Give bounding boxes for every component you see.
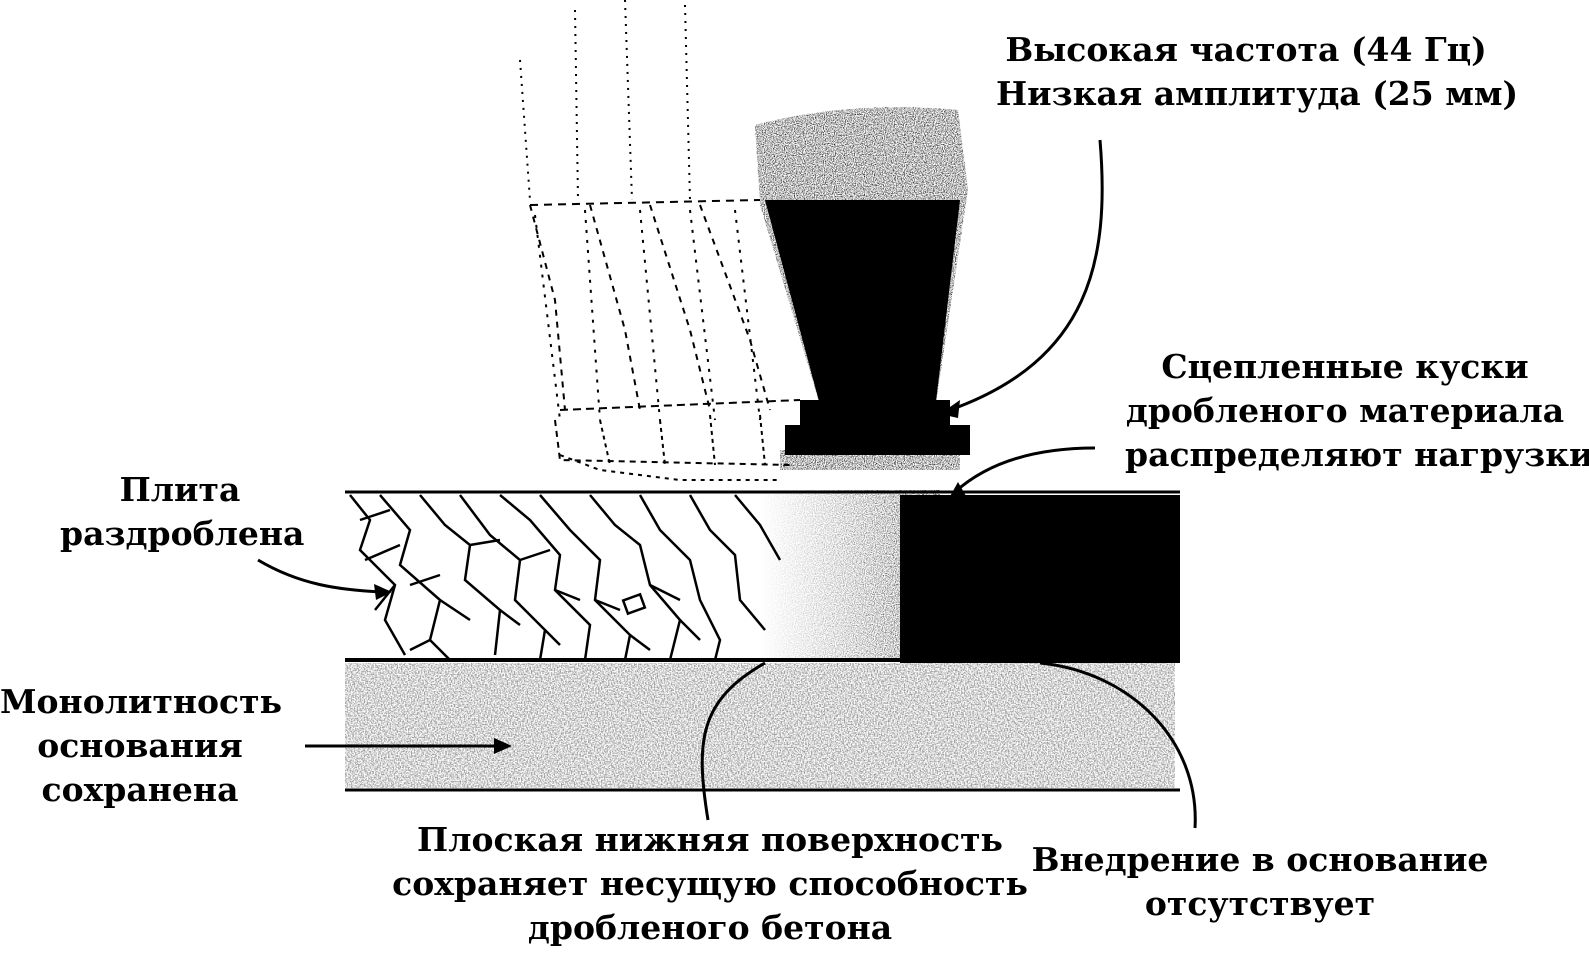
slab-line-1: Плита (119, 470, 241, 509)
crack-lines (349, 494, 782, 661)
penetration-line-1: Внедрение в основание (1031, 840, 1489, 879)
base-line-2: основания (37, 726, 243, 765)
chunks-line-1: Сцепленные куски (1161, 347, 1529, 386)
flat-line-3: дробленого бетона (527, 908, 893, 947)
chunks-label: Сцепленные куски дробленого материала ра… (1125, 345, 1589, 477)
chunks-line-2: дробленого материала (1125, 391, 1565, 430)
chunks-line-3: распределяют нагрузки (1125, 435, 1589, 474)
crushed-slab (345, 490, 1180, 663)
penetration-line-2: отсутствует (1144, 884, 1376, 923)
frequency-line: Высокая частота (44 Гц) (1005, 30, 1487, 69)
flat-line-1: Плоская нижняя поверхность (417, 820, 1003, 859)
base-line-3: сохранена (41, 770, 239, 809)
flat-surface-label: Плоская нижняя поверхность сохраняет нес… (390, 818, 1030, 950)
base-line-1: Монолитность (0, 682, 282, 721)
leader-lines (257, 139, 1197, 829)
slab-line-2: раздроблена (60, 514, 305, 553)
base-layer (345, 663, 1180, 792)
penetration-label: Внедрение в основание отсутствует (1030, 838, 1490, 926)
frequency-amplitude-label: Высокая частота (44 Гц) Низкая амплитуда… (996, 28, 1519, 116)
hammer-head (755, 107, 970, 470)
flat-line-2: сохраняет несущую способность (392, 864, 1028, 903)
amplitude-line: Низкая амплитуда (25 мм) (996, 74, 1519, 113)
ghost-hammer-positions (519, 0, 801, 481)
slab-label: Плита раздроблена (60, 468, 305, 556)
base-label: Монолитность основания сохранена (0, 680, 282, 812)
arrowheads (374, 400, 966, 754)
